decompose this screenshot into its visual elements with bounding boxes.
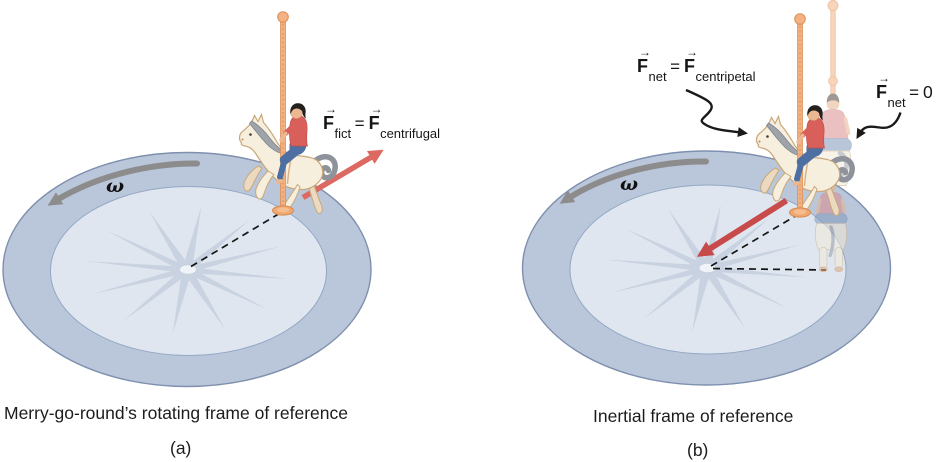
vector-arrow-icon: →	[325, 102, 337, 116]
ghost2-right-arm	[840, 198, 847, 214]
radius-dashed-line-horizontal-b	[712, 267, 827, 271]
vector-F-centrifugal: →Fcentrifugal	[368, 102, 441, 141]
panel-tag-b: (b)	[687, 440, 709, 460]
panel-b	[521, 0, 902, 386]
ghost2-right-hoof	[834, 266, 844, 272]
ghost2-left-arm	[815, 198, 822, 214]
ghost2-horse-right-leg	[834, 247, 843, 269]
ghost-pole-top-ball	[827, 0, 839, 11]
force-label-centripetal: →Fnet=→Fcentripetal	[637, 45, 756, 84]
force-label-net-zero: →Fnet=0	[876, 71, 933, 110]
ghost-pole-joint-ball	[828, 76, 838, 86]
ghost2-horse-rump	[814, 223, 848, 250]
caption-panel-b: Inertial frame of reference	[593, 406, 794, 426]
rotation-direction-arrow-a	[47, 160, 200, 206]
ghost2-left-hoof	[818, 266, 828, 272]
radius-dashed-line-a	[190, 211, 282, 268]
vector-F-net-zero: →Fnet	[876, 71, 906, 110]
rotation-direction-arrow-b	[559, 158, 709, 204]
panel-tag-a: (a)	[170, 438, 192, 458]
vector-F-net: →Fnet	[637, 45, 667, 84]
centripetal-force-arrow	[696, 197, 789, 257]
ghost2-horse-left-leg	[819, 247, 828, 269]
vector-arrow-icon: →	[686, 45, 699, 59]
vector-F-fict: →Ffict	[323, 102, 352, 141]
ghost2-saddle	[814, 213, 848, 225]
vector-arrow-icon: →	[878, 71, 890, 85]
radius-dashed-line-b	[710, 213, 799, 267]
vector-arrow-icon: →	[639, 45, 651, 59]
omega-label-b: ω	[620, 173, 639, 195]
pointer-arrow-net-zero-label	[856, 112, 902, 140]
ghost-rider-hair	[826, 93, 840, 103]
force-label-centrifugal: →Ffict=→Fcentrifugal	[323, 102, 441, 141]
vector-arrow-icon: →	[370, 102, 383, 116]
ghost-rider-right-arm	[843, 117, 851, 135]
pointer-arrow-centripetal-label	[685, 88, 748, 138]
ghost2-horse-tail	[828, 225, 835, 258]
caption-panel-a: Merry-go-round’s rotating frame of refer…	[4, 403, 348, 423]
vector-F-centripetal: →Fcentripetal	[684, 45, 756, 84]
omega-label-a: ω	[106, 175, 125, 197]
panel-a	[2, 12, 384, 388]
